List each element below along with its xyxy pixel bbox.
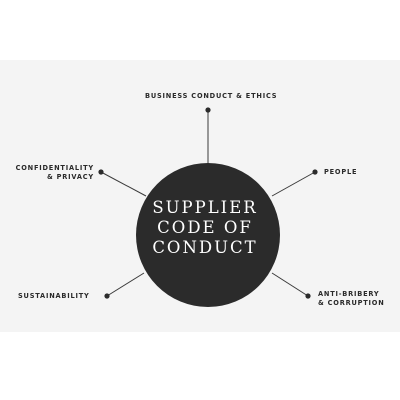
node-label-people-line1: PEOPLE — [324, 168, 358, 176]
node-label-sustainability-line1: SUSTAINABILITY — [18, 292, 90, 300]
connector-confidentiality — [100, 171, 147, 197]
connector-antibribery — [271, 272, 309, 297]
connector-people — [271, 171, 316, 197]
center-title-line2: CODE OF — [157, 218, 253, 237]
center-title: SUPPLIER CODE OF CONDUCT — [135, 198, 275, 258]
center-title-line3: CONDUCT — [152, 238, 258, 257]
node-label-people: PEOPLE — [324, 168, 357, 177]
node-label-confidentiality-line1: CONFIDENTIALITY — [15, 164, 94, 172]
dot-sustainability — [104, 293, 110, 299]
connector-sustainability — [106, 272, 145, 297]
node-label-antibribery-line1: ANTI-BRIBERY — [318, 290, 380, 298]
dot-business — [205, 107, 211, 113]
center-circle — [136, 163, 280, 307]
node-label-sustainability: SUSTAINABILITY — [18, 292, 90, 301]
dot-people — [312, 169, 318, 175]
node-label-confidentiality-line2: & PRIVACY — [47, 173, 94, 181]
node-label-confidentiality: CONFIDENTIALITY & PRIVACY — [14, 164, 94, 182]
node-label-business: BUSINESS CONDUCT & ETHICS — [145, 92, 277, 101]
dot-antibribery — [305, 293, 311, 299]
node-label-business-line1: BUSINESS CONDUCT & ETHICS — [145, 92, 278, 100]
center-title-line1: SUPPLIER — [152, 198, 258, 217]
node-label-antibribery: ANTI-BRIBERY & CORRUPTION — [318, 290, 385, 308]
node-label-antibribery-line2: & CORRUPTION — [318, 299, 385, 307]
dot-confidentiality — [98, 169, 104, 175]
